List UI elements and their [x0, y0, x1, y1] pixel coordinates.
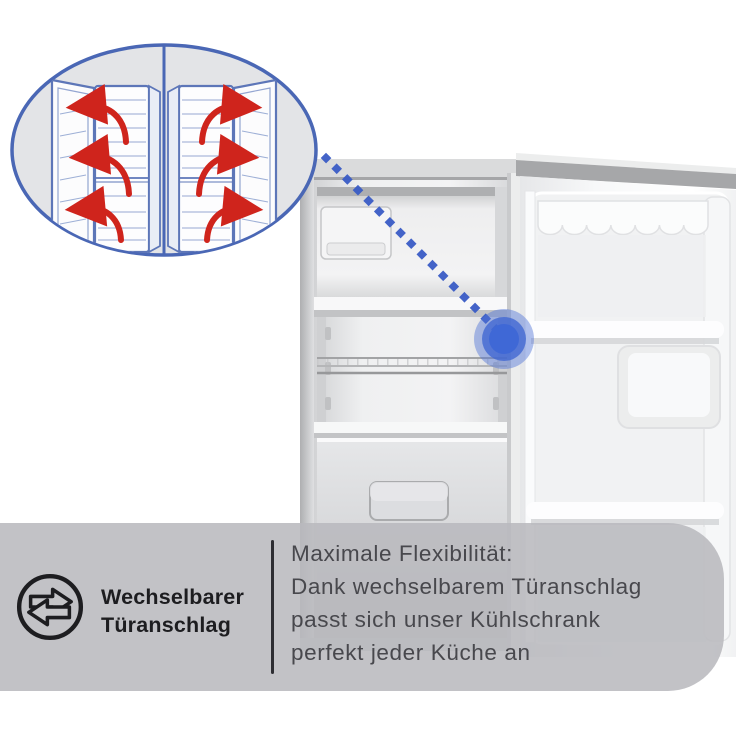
door-top-edge: [516, 160, 736, 189]
door-shelf-upper: [526, 321, 724, 344]
drip-shelf: [314, 297, 509, 310]
reversible-door-diagram: [10, 43, 318, 257]
feature-description-line4: perfekt jeder Küche an: [291, 640, 531, 665]
door-egg-shelf: [537, 200, 709, 236]
callout-dotted-line: [320, 152, 504, 337]
glass-shelf: [314, 422, 509, 433]
feature-title: Wechselbarer Türanschlag: [101, 583, 261, 639]
feature-description: Maximale Flexibilität: Dank wechselbarem…: [291, 537, 642, 669]
feature-title-line1: Wechselbarer: [101, 585, 245, 609]
feature-title-line2: Türanschlag: [101, 613, 232, 637]
banner-divider: [271, 540, 274, 674]
feature-description-line1: Maximale Flexibilität:: [291, 541, 514, 566]
feature-description-line3: passt sich unser Kühlschrank: [291, 607, 601, 632]
door-compartment: [617, 345, 721, 429]
feature-banner: Wechselbarer Türanschlag Maximale Flexib…: [0, 523, 724, 691]
swap-arrows-icon: [13, 570, 87, 644]
feature-description-line2: Dank wechselbarem Türanschlag: [291, 574, 642, 599]
hinge-marker: [474, 309, 534, 369]
wire-shelf: [317, 357, 507, 375]
door-shelf-lower: [526, 502, 724, 525]
